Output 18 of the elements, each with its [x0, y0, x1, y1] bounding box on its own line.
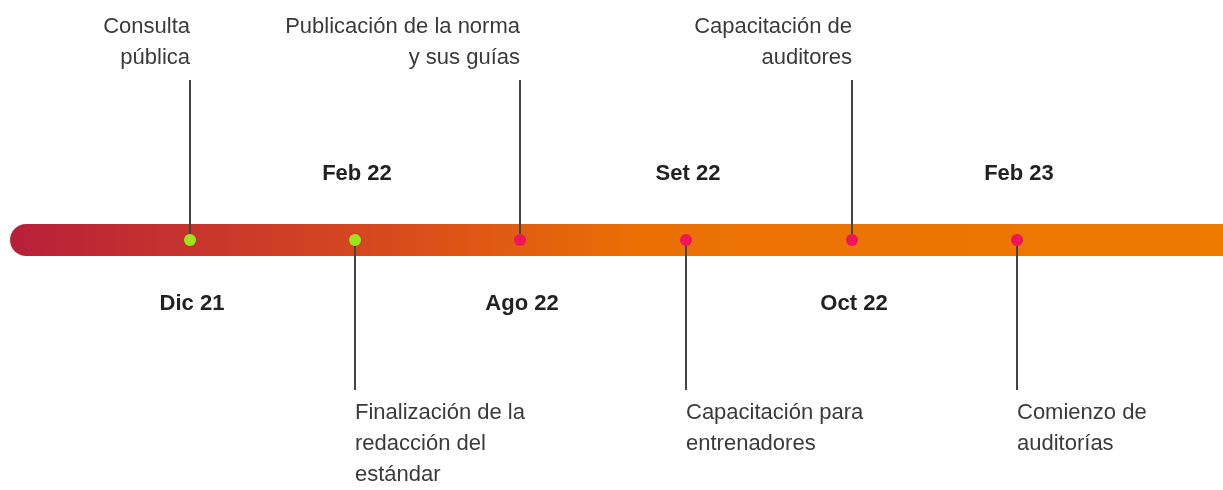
milestone-text: Comienzo de auditorías	[1017, 396, 1177, 458]
date-label: Oct 22	[820, 290, 888, 316]
milestone-text: Consulta pública	[70, 10, 190, 72]
milestone-text: Publicación de la norma y sus guías	[280, 10, 520, 72]
leader-line	[189, 79, 191, 235]
date-label: Feb 22	[322, 160, 392, 186]
milestone-text: Finalización de la redacción del estándar	[355, 396, 540, 489]
date-label: Set 22	[655, 160, 721, 186]
leader-line	[519, 79, 521, 235]
milestone-text: Capacitación de auditores	[692, 10, 852, 72]
leader-line	[851, 79, 853, 235]
leader-line	[1016, 245, 1018, 391]
date-label: Dic 21	[159, 290, 225, 316]
milestone-text: Capacitación para entrenadores	[686, 396, 901, 458]
leader-line	[685, 245, 687, 391]
date-label: Ago 22	[485, 290, 559, 316]
date-label: Feb 23	[984, 160, 1054, 186]
leader-line	[354, 245, 356, 391]
